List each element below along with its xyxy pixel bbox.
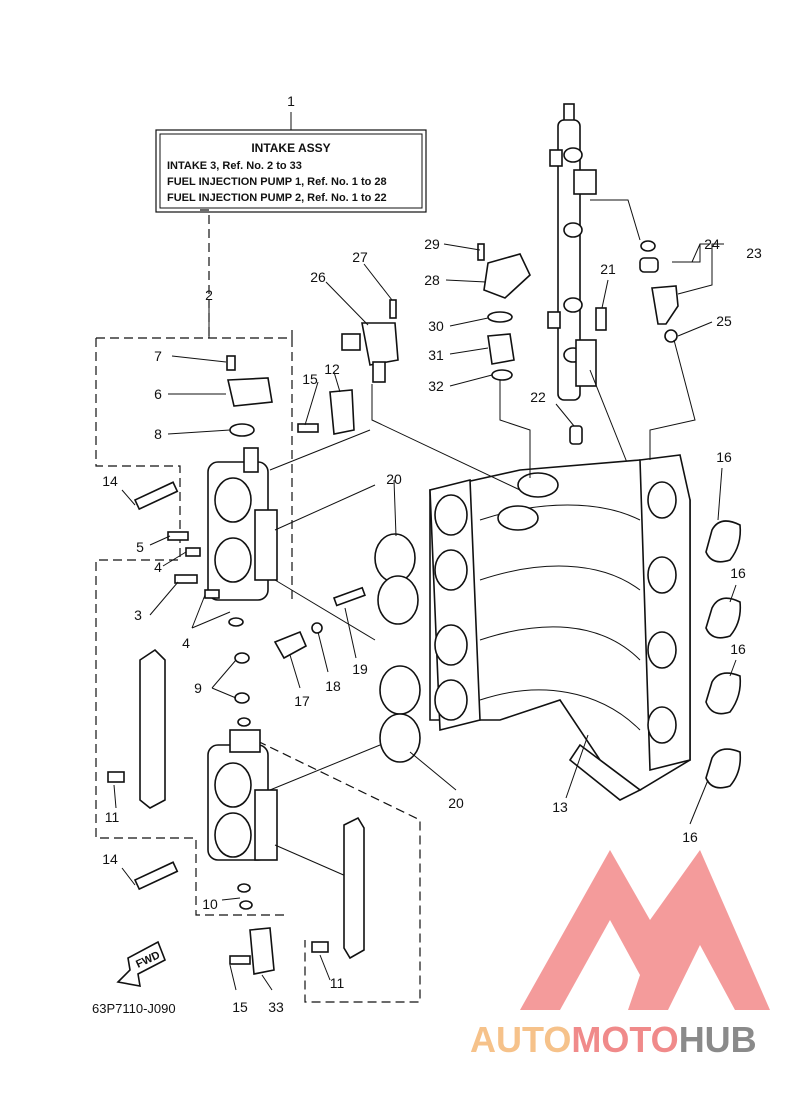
callout-13: 13 — [552, 799, 568, 815]
mounting-brackets — [139, 648, 365, 960]
callout-27: 27 — [352, 249, 368, 265]
intake-box-title: INTAKE ASSY — [251, 141, 330, 155]
callout-33: 33 — [268, 999, 284, 1015]
throttle-body-1 — [207, 429, 376, 641]
callout-16-c: 16 — [730, 641, 746, 657]
intake-assy-reference-box: INTAKE ASSY INTAKE 3, Ref. No. 2 to 33 F… — [155, 112, 427, 213]
callout-17: 17 — [294, 693, 310, 709]
callout-11-b: 11 — [330, 975, 345, 991]
callout-4-b: 4 — [182, 635, 190, 651]
callout-29: 29 — [424, 236, 440, 252]
callout-18: 18 — [325, 678, 341, 694]
callout-26: 26 — [310, 269, 326, 285]
callout-31: 31 — [428, 347, 444, 363]
callout-20-a: 20 — [386, 471, 402, 487]
callout-12: 12 — [324, 361, 340, 377]
watermark-hub: HUB — [679, 1019, 757, 1060]
svg-text:AUTOMOTOHUB: AUTOMOTOHUB — [470, 1019, 757, 1060]
callout-16-b: 16 — [730, 565, 746, 581]
callout-6: 6 — [154, 386, 162, 402]
callout-32: 32 — [428, 378, 444, 394]
watermark-auto: AUTO — [470, 1019, 571, 1060]
gaskets-16 — [705, 520, 742, 789]
callout-10: 10 — [202, 896, 218, 912]
callout-8: 8 — [154, 426, 162, 442]
gaskets-20 — [374, 533, 421, 763]
callout-4-a: 4 — [154, 559, 162, 575]
callout-30: 30 — [428, 318, 444, 334]
watermark-moto: MOTO — [571, 1019, 678, 1060]
drawing-code: 63P7110-J090 — [92, 1001, 176, 1016]
callout-14-a: 14 — [102, 473, 118, 489]
fuel-rail — [547, 103, 641, 471]
intake-manifold — [429, 454, 691, 801]
intake-box-line-3: FUEL INJECTION PUMP 2, Ref. No. 1 to 22 — [167, 192, 387, 204]
callout-7: 7 — [154, 348, 162, 364]
callout-20-b: 20 — [448, 795, 464, 811]
callout-15-b: 15 — [232, 999, 248, 1015]
callout-9: 9 — [194, 680, 202, 696]
watermark-logo: AUTOMOTOHUB — [470, 850, 770, 1060]
intake-box-line-1: INTAKE 3, Ref. No. 2 to 33 — [167, 160, 302, 172]
callout-11-a: 11 — [105, 809, 120, 825]
callout-15-a: 15 — [302, 371, 318, 387]
callout-14-b: 14 — [102, 851, 118, 867]
callout-28: 28 — [424, 272, 440, 288]
callout-25: 25 — [716, 313, 732, 329]
callout-numbers: 1 2 3 4 4 5 6 7 8 9 10 11 11 12 13 14 14… — [102, 93, 762, 1015]
intake-box-line-2: FUEL INJECTION PUMP 1, Ref. No. 1 to 28 — [167, 176, 387, 188]
callout-2: 2 — [205, 287, 213, 303]
callout-22: 22 — [530, 389, 546, 405]
callout-23: 23 — [746, 245, 762, 261]
small-parts — [107, 240, 679, 975]
callout-19: 19 — [352, 661, 368, 677]
callout-16-d: 16 — [682, 829, 698, 845]
callout-3: 3 — [134, 607, 142, 623]
leader-lines — [113, 243, 737, 991]
throttle-body-2 — [207, 729, 381, 881]
callout-16-a: 16 — [716, 449, 732, 465]
dashed-group-outlines — [95, 209, 421, 1003]
callout-21: 21 — [600, 261, 616, 277]
callout-5: 5 — [136, 539, 144, 555]
callout-24: 24 — [704, 236, 720, 252]
fwd-arrow: FWD — [116, 940, 167, 987]
callout-1: 1 — [287, 93, 295, 109]
